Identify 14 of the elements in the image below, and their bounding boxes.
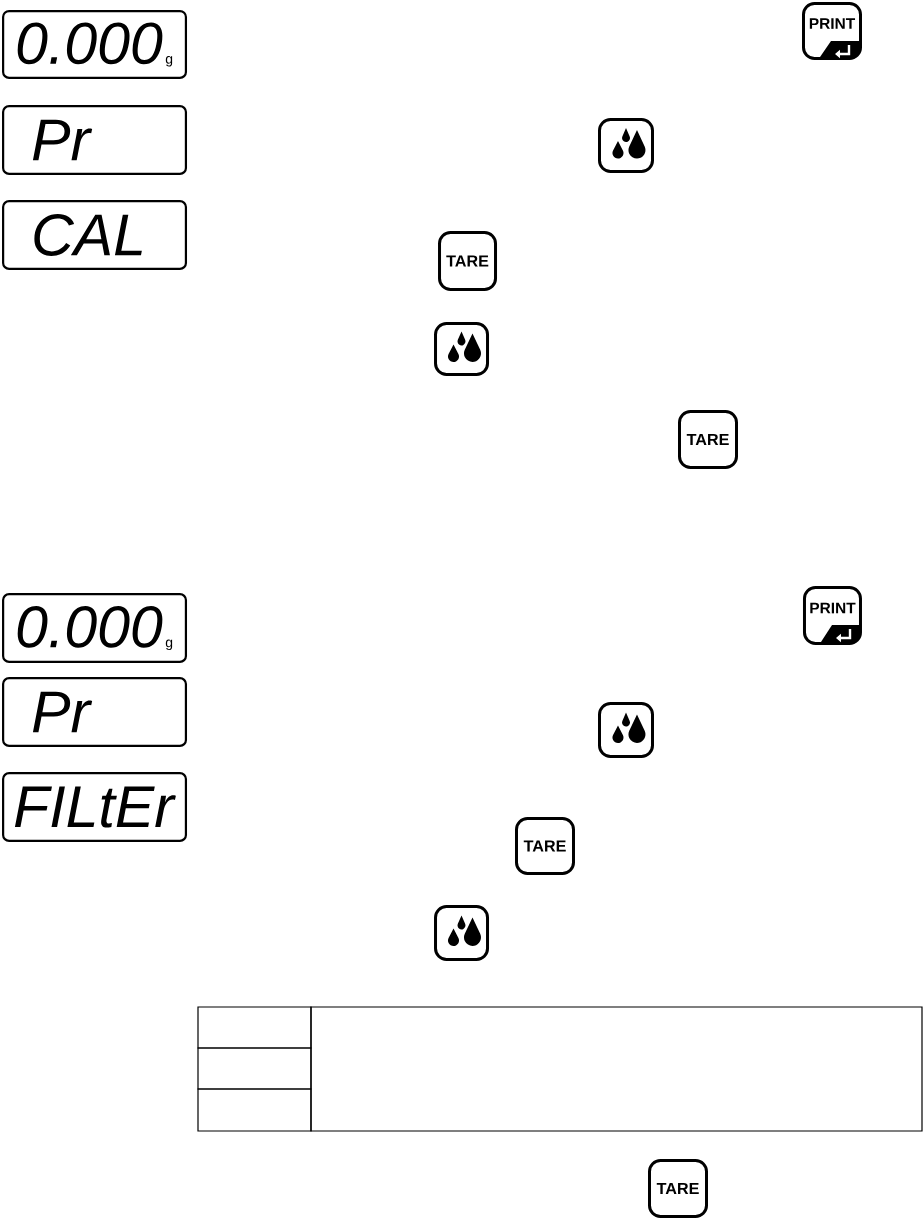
keypad-key — [598, 702, 654, 758]
lcd-display: FILtEr — [2, 772, 187, 842]
keypad-key — [434, 905, 489, 961]
keypad-key: PRINT — [802, 2, 862, 60]
lcd-display: Pr — [2, 105, 187, 175]
keypad-key: PRINT — [803, 585, 862, 645]
keypad-key: TARE — [648, 1159, 708, 1218]
keypad-key: TARE — [515, 817, 575, 875]
keypad-key: TARE — [678, 410, 738, 469]
lcd-display: Pr — [2, 677, 187, 747]
lcd-display: CAL — [2, 200, 187, 270]
keypad-key — [598, 117, 654, 173]
keypad-key — [434, 322, 489, 376]
keypad-key: TARE — [438, 231, 497, 291]
